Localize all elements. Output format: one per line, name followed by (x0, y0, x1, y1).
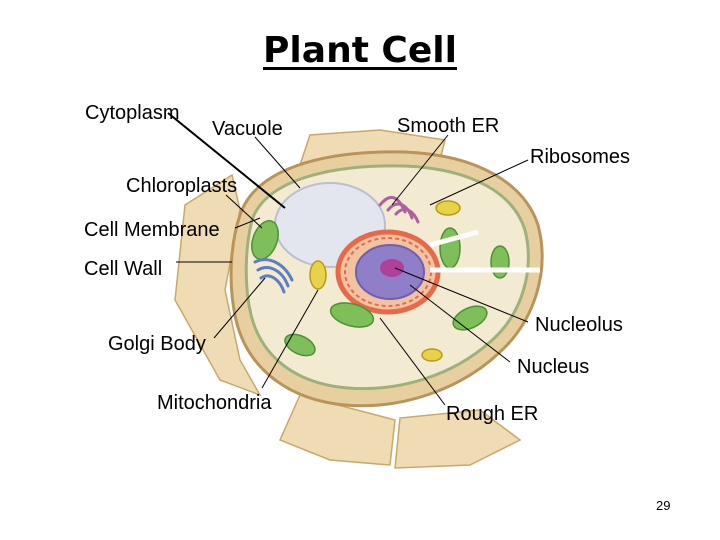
label-smooth-er: Smooth ER (397, 115, 500, 137)
nucleolus-shape (380, 259, 404, 277)
label-cytoplasm: Cytoplasm (85, 102, 180, 124)
label-golgi-body: Golgi Body (108, 333, 206, 355)
label-rough-er: Rough ER (446, 403, 539, 425)
label-vacuole: Vacuole (212, 118, 283, 140)
smooth-er-shape (378, 195, 420, 224)
label-chloroplasts: Chloroplasts (126, 175, 238, 197)
label-ribosomes: Ribosomes (530, 146, 631, 168)
golgi-shape (253, 258, 294, 294)
label-cell-membrane: Cell Membrane (84, 219, 220, 241)
page-title: Plant Cell (263, 30, 457, 71)
label-nucleus: Nucleus (517, 356, 590, 378)
label-nucleolus: Nucleolus (535, 314, 623, 336)
page-number: 29 (656, 498, 671, 513)
ribosome-marks (429, 229, 540, 273)
label-mitochondria: Mitochondria (157, 392, 272, 414)
label-cell-wall: Cell Wall (84, 258, 163, 280)
leader-lines (167, 112, 529, 406)
mitochondria-shapes (309, 200, 461, 362)
